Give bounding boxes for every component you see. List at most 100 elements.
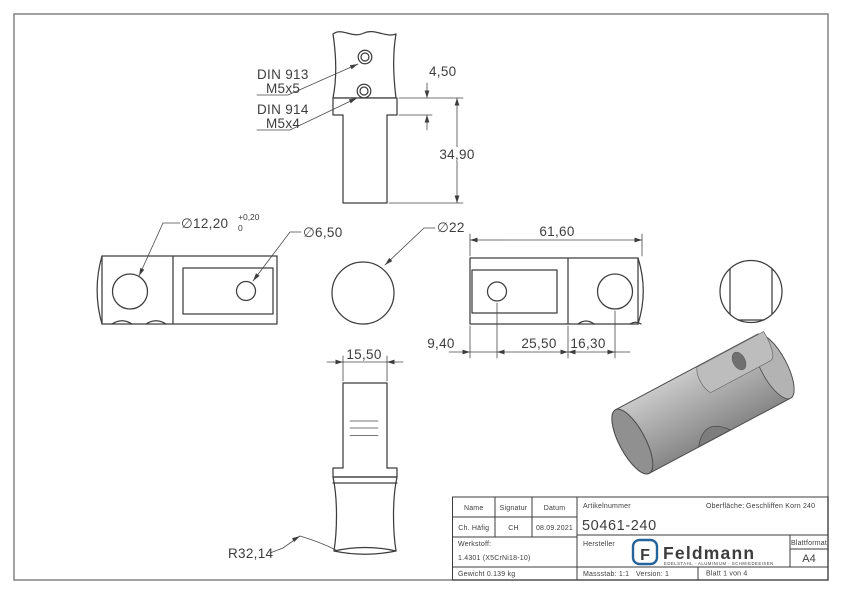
near-end-face bbox=[611, 408, 654, 475]
werkstoff-value: 1.4301 (X5CrNi18-10) bbox=[458, 555, 530, 562]
leader-hole-arrow bbox=[253, 273, 260, 281]
shaft-lines bbox=[342, 382, 388, 469]
dim-offset1-text: 9,40 bbox=[427, 336, 454, 351]
gewicht-value: Gewicht 0.139 kg bbox=[458, 571, 515, 578]
notch-arcs bbox=[577, 320, 642, 325]
dim-total-text: 61,60 bbox=[539, 224, 574, 239]
saddle-near-edge bbox=[333, 546, 397, 552]
set-screw-lower bbox=[356, 83, 372, 99]
front-view-bottom: 15,50 R32,14 bbox=[228, 347, 404, 561]
side-view-left: ∅12,20 +0,20 0 ∅6,50 bbox=[96, 212, 342, 325]
flat-chord-lines bbox=[729, 268, 773, 321]
din914-label: DIN 914 bbox=[257, 102, 309, 117]
col-name-label: Name bbox=[464, 505, 483, 512]
iso-3d-view bbox=[611, 331, 795, 475]
body-lines bbox=[101, 255, 278, 325]
set-screw-lower-socket bbox=[359, 86, 369, 96]
set-screw-upper-socket bbox=[360, 52, 370, 62]
notch-cut bbox=[698, 425, 732, 448]
blatt-value: Blatt 1 von 4 bbox=[706, 571, 748, 578]
dim-bore-tol-upper: +0,20 bbox=[238, 212, 260, 222]
feldmann-logo: F Feldmann EDELSTAHL · ALUMINIUM · SCHMI… bbox=[631, 538, 774, 566]
leader-bore-arrow bbox=[139, 267, 145, 276]
din913-label: DIN 913 bbox=[257, 67, 309, 82]
ext-lines-bottom bbox=[469, 302, 616, 359]
title-block-grid bbox=[452, 497, 828, 580]
flange-fill bbox=[333, 468, 397, 477]
set-screw-upper bbox=[357, 49, 373, 65]
dim-span-text: 25,50 bbox=[521, 336, 556, 351]
oberflaeche-label: Oberfläche: bbox=[706, 503, 744, 510]
sheet-border bbox=[13, 13, 829, 581]
dim-bore-tol-lower: 0 bbox=[238, 223, 243, 233]
shaft-fill bbox=[343, 383, 387, 468]
dim-bore-text: ∅12,20 bbox=[181, 216, 228, 231]
dim-3490-mask bbox=[437, 147, 478, 161]
leader-din913-arrow bbox=[349, 64, 358, 70]
dim-6160-arrow-right bbox=[634, 237, 642, 243]
blattformat-label: Blattformat bbox=[791, 540, 827, 547]
author-name: Ch. Häfig bbox=[458, 525, 489, 532]
oberflaeche-value: Geschliffen Korn 240 bbox=[746, 503, 815, 510]
body-lines bbox=[469, 257, 639, 325]
artikelnummer-label: Artikelnummer bbox=[583, 503, 631, 510]
leader-radius-arrow bbox=[292, 536, 300, 542]
end-cap-arc bbox=[637, 257, 644, 325]
blattformat-value: A4 bbox=[802, 553, 815, 565]
leader-dia22 bbox=[384, 227, 436, 266]
dim-450-arrow-bottom bbox=[424, 115, 430, 123]
title-block-border bbox=[452, 496, 829, 581]
dim-3490-arrow-top bbox=[454, 98, 460, 106]
din913-size: M5x5 bbox=[266, 81, 300, 96]
din914-size: M5x4 bbox=[266, 116, 300, 131]
feldmann-logo-icon bbox=[631, 538, 659, 566]
hole-65-circle bbox=[486, 281, 508, 302]
dim-450-arrow-top bbox=[424, 90, 430, 98]
thread-lines bbox=[349, 420, 379, 436]
chain-arrow-2 bbox=[497, 349, 505, 355]
chain-arrow-5 bbox=[607, 349, 615, 355]
dim-offset2-text: 16,30 bbox=[570, 336, 605, 351]
dim-6160-arrow-left bbox=[470, 237, 478, 243]
ext-lines bbox=[342, 355, 388, 382]
bore-12-circle bbox=[596, 273, 634, 310]
radius-construction-arc bbox=[299, 535, 337, 551]
leader-hole bbox=[252, 231, 302, 282]
milled-pocket bbox=[471, 269, 558, 314]
hole-65-circle bbox=[235, 280, 257, 302]
head-outline bbox=[332, 30, 397, 99]
dim-1550-arrow-left bbox=[335, 359, 343, 365]
notch-arcs bbox=[111, 320, 167, 325]
bore-12-circle bbox=[111, 273, 149, 310]
body-fill bbox=[98, 256, 277, 324]
chain-arrow-1 bbox=[462, 349, 470, 355]
outer-diameter-circle bbox=[331, 261, 395, 325]
flat-hole bbox=[731, 351, 747, 371]
extension-lines bbox=[388, 97, 464, 204]
front-view-top: DIN 913 M5x5 DIN 914 M5x4 4,50 34,90 bbox=[256, 30, 478, 204]
chain-arrow-4 bbox=[568, 349, 576, 355]
chain-arrow-3 bbox=[560, 349, 568, 355]
col-signatur-label: Signatur bbox=[500, 505, 528, 512]
ext-lines-top bbox=[469, 233, 643, 257]
end-cap-arc bbox=[96, 255, 103, 325]
milled-pocket bbox=[182, 267, 274, 315]
hersteller-label: Hersteller bbox=[583, 541, 615, 548]
col-datum-label: Datum bbox=[544, 505, 566, 512]
werkstoff-label: Werkstoff: bbox=[458, 541, 491, 548]
feldmann-tagline: EDELSTAHL · ALUMINIUM · SCHMIEDEEISEN bbox=[664, 561, 774, 566]
outline-circle bbox=[719, 259, 783, 324]
side-view-right: 61,60 9,40 25,50 16,30 bbox=[427, 224, 645, 359]
dim-collar-text: 4,50 bbox=[429, 64, 456, 79]
head-outline bbox=[332, 476, 398, 555]
artikelnummer-value: 50461-240 bbox=[582, 518, 657, 534]
dim-length-text: 34,90 bbox=[439, 147, 474, 162]
leader-dia22-arrow bbox=[385, 257, 393, 265]
end-view-flat bbox=[719, 259, 783, 324]
massstab-value: Massstab: 1:1 bbox=[583, 571, 629, 578]
dim-radius-text: R32,14 bbox=[228, 546, 274, 561]
dim-width-text: 15,50 bbox=[346, 347, 381, 362]
leader-din914-arrow bbox=[348, 98, 357, 104]
